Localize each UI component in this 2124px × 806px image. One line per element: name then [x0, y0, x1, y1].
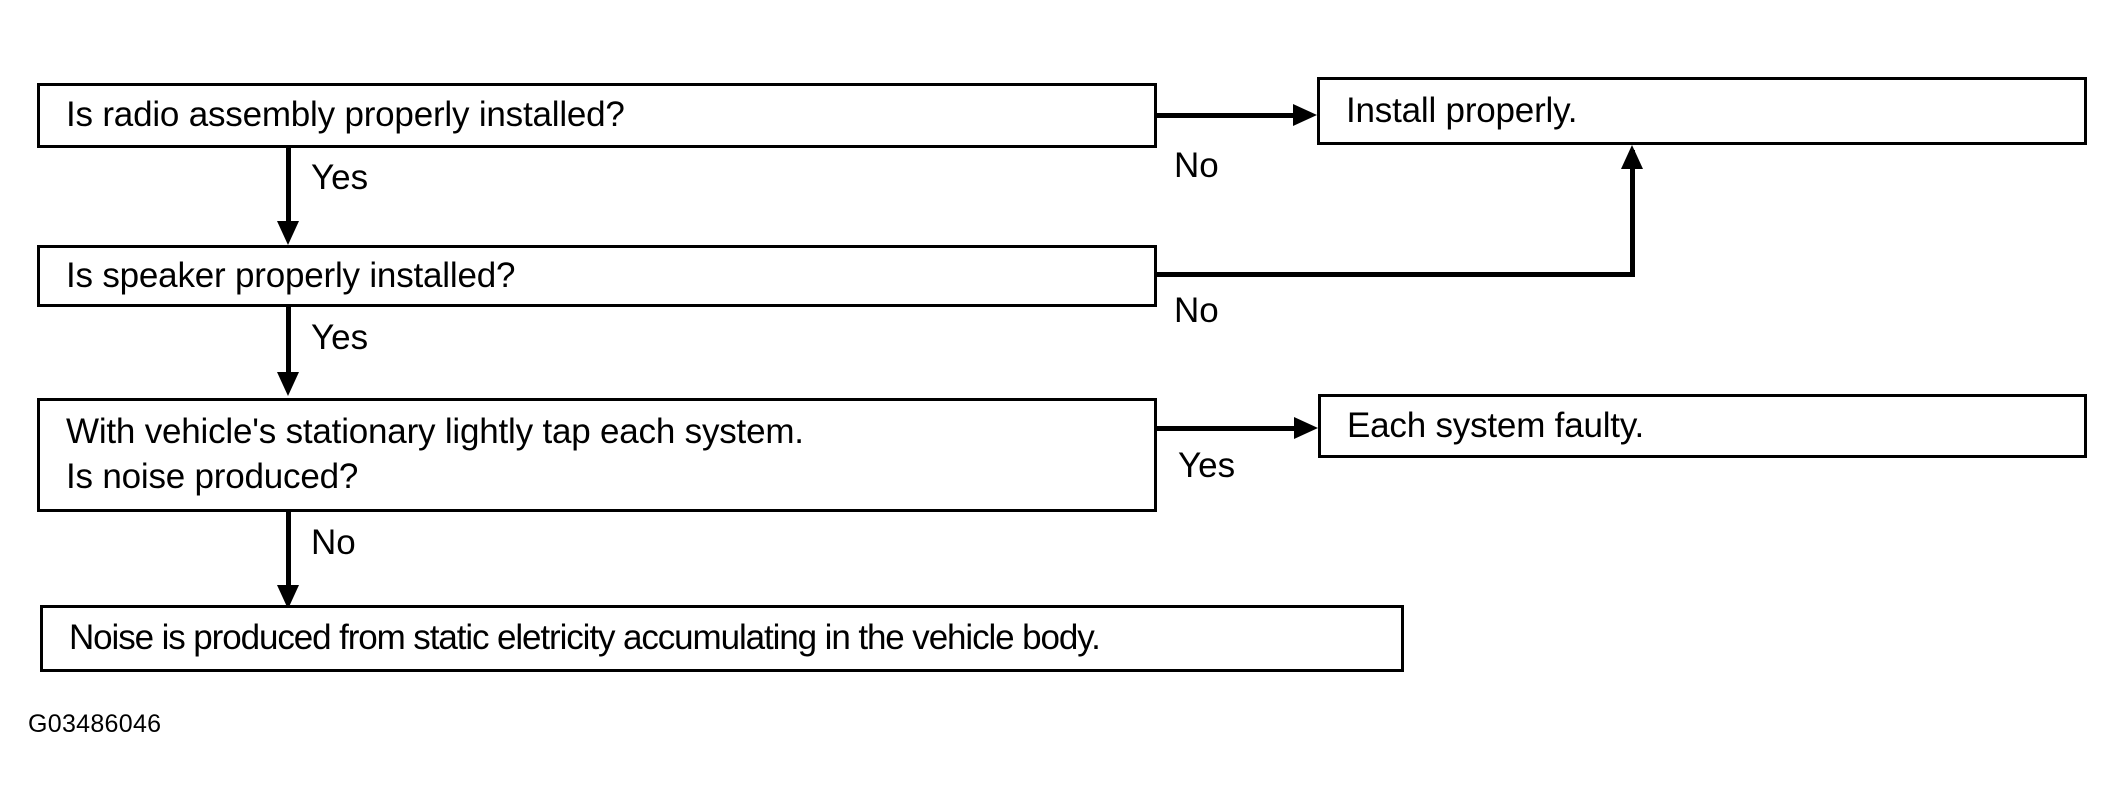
edge-label-tap-yes: Yes — [1178, 446, 1236, 485]
edge-label-radio-yes: Yes — [311, 158, 369, 197]
node-install-properly-text: Install properly. — [1346, 90, 1578, 130]
node-static-electricity-result: Noise is produced from static eletricity… — [40, 605, 1404, 672]
node-tap-system-question: With vehicle's stationary lightly tap ea… — [37, 398, 1157, 512]
edge-tap-no-arrowhead — [277, 585, 299, 609]
node-each-system-faulty-text: Each system faulty. — [1347, 405, 1645, 445]
edge-speaker-no-vline — [1630, 150, 1635, 275]
node-speaker-question-text: Is speaker properly installed? — [66, 255, 516, 295]
edge-radio-no-arrowhead — [1293, 104, 1317, 126]
node-tap-system-text-line2: Is noise produced? — [66, 457, 359, 496]
node-tap-system-text-line1: With vehicle's stationary lightly tap ea… — [66, 412, 804, 452]
edge-label-tap-no: No — [311, 523, 356, 562]
edge-speaker-yes-arrowhead — [277, 372, 299, 396]
edge-radio-yes-line — [286, 148, 291, 223]
edge-speaker-no-arrowhead — [1621, 145, 1643, 169]
edge-speaker-yes-line — [286, 307, 291, 374]
node-speaker-question: Is speaker properly installed? — [37, 245, 1157, 307]
node-each-system-faulty: Each system faulty. — [1318, 394, 2087, 458]
edge-label-speaker-no: No — [1174, 291, 1219, 330]
edge-tap-yes-arrowhead — [1294, 417, 1318, 439]
edge-radio-yes-arrowhead — [277, 221, 299, 245]
edge-label-radio-no: No — [1174, 146, 1219, 185]
edge-radio-no-line — [1157, 113, 1293, 118]
node-install-properly: Install properly. — [1317, 77, 2087, 145]
edge-tap-yes-line — [1157, 426, 1294, 431]
node-static-electricity-text: Noise is produced from static eletricity… — [69, 618, 1101, 658]
node-radio-assembly-text: Is radio assembly properly installed? — [66, 95, 625, 135]
node-radio-assembly-question: Is radio assembly properly installed? — [37, 83, 1157, 148]
figure-reference-code: G03486046 — [28, 710, 162, 738]
edge-tap-no-line — [286, 512, 291, 590]
edge-label-speaker-yes: Yes — [311, 318, 369, 357]
edge-speaker-no-hline — [1157, 272, 1635, 277]
